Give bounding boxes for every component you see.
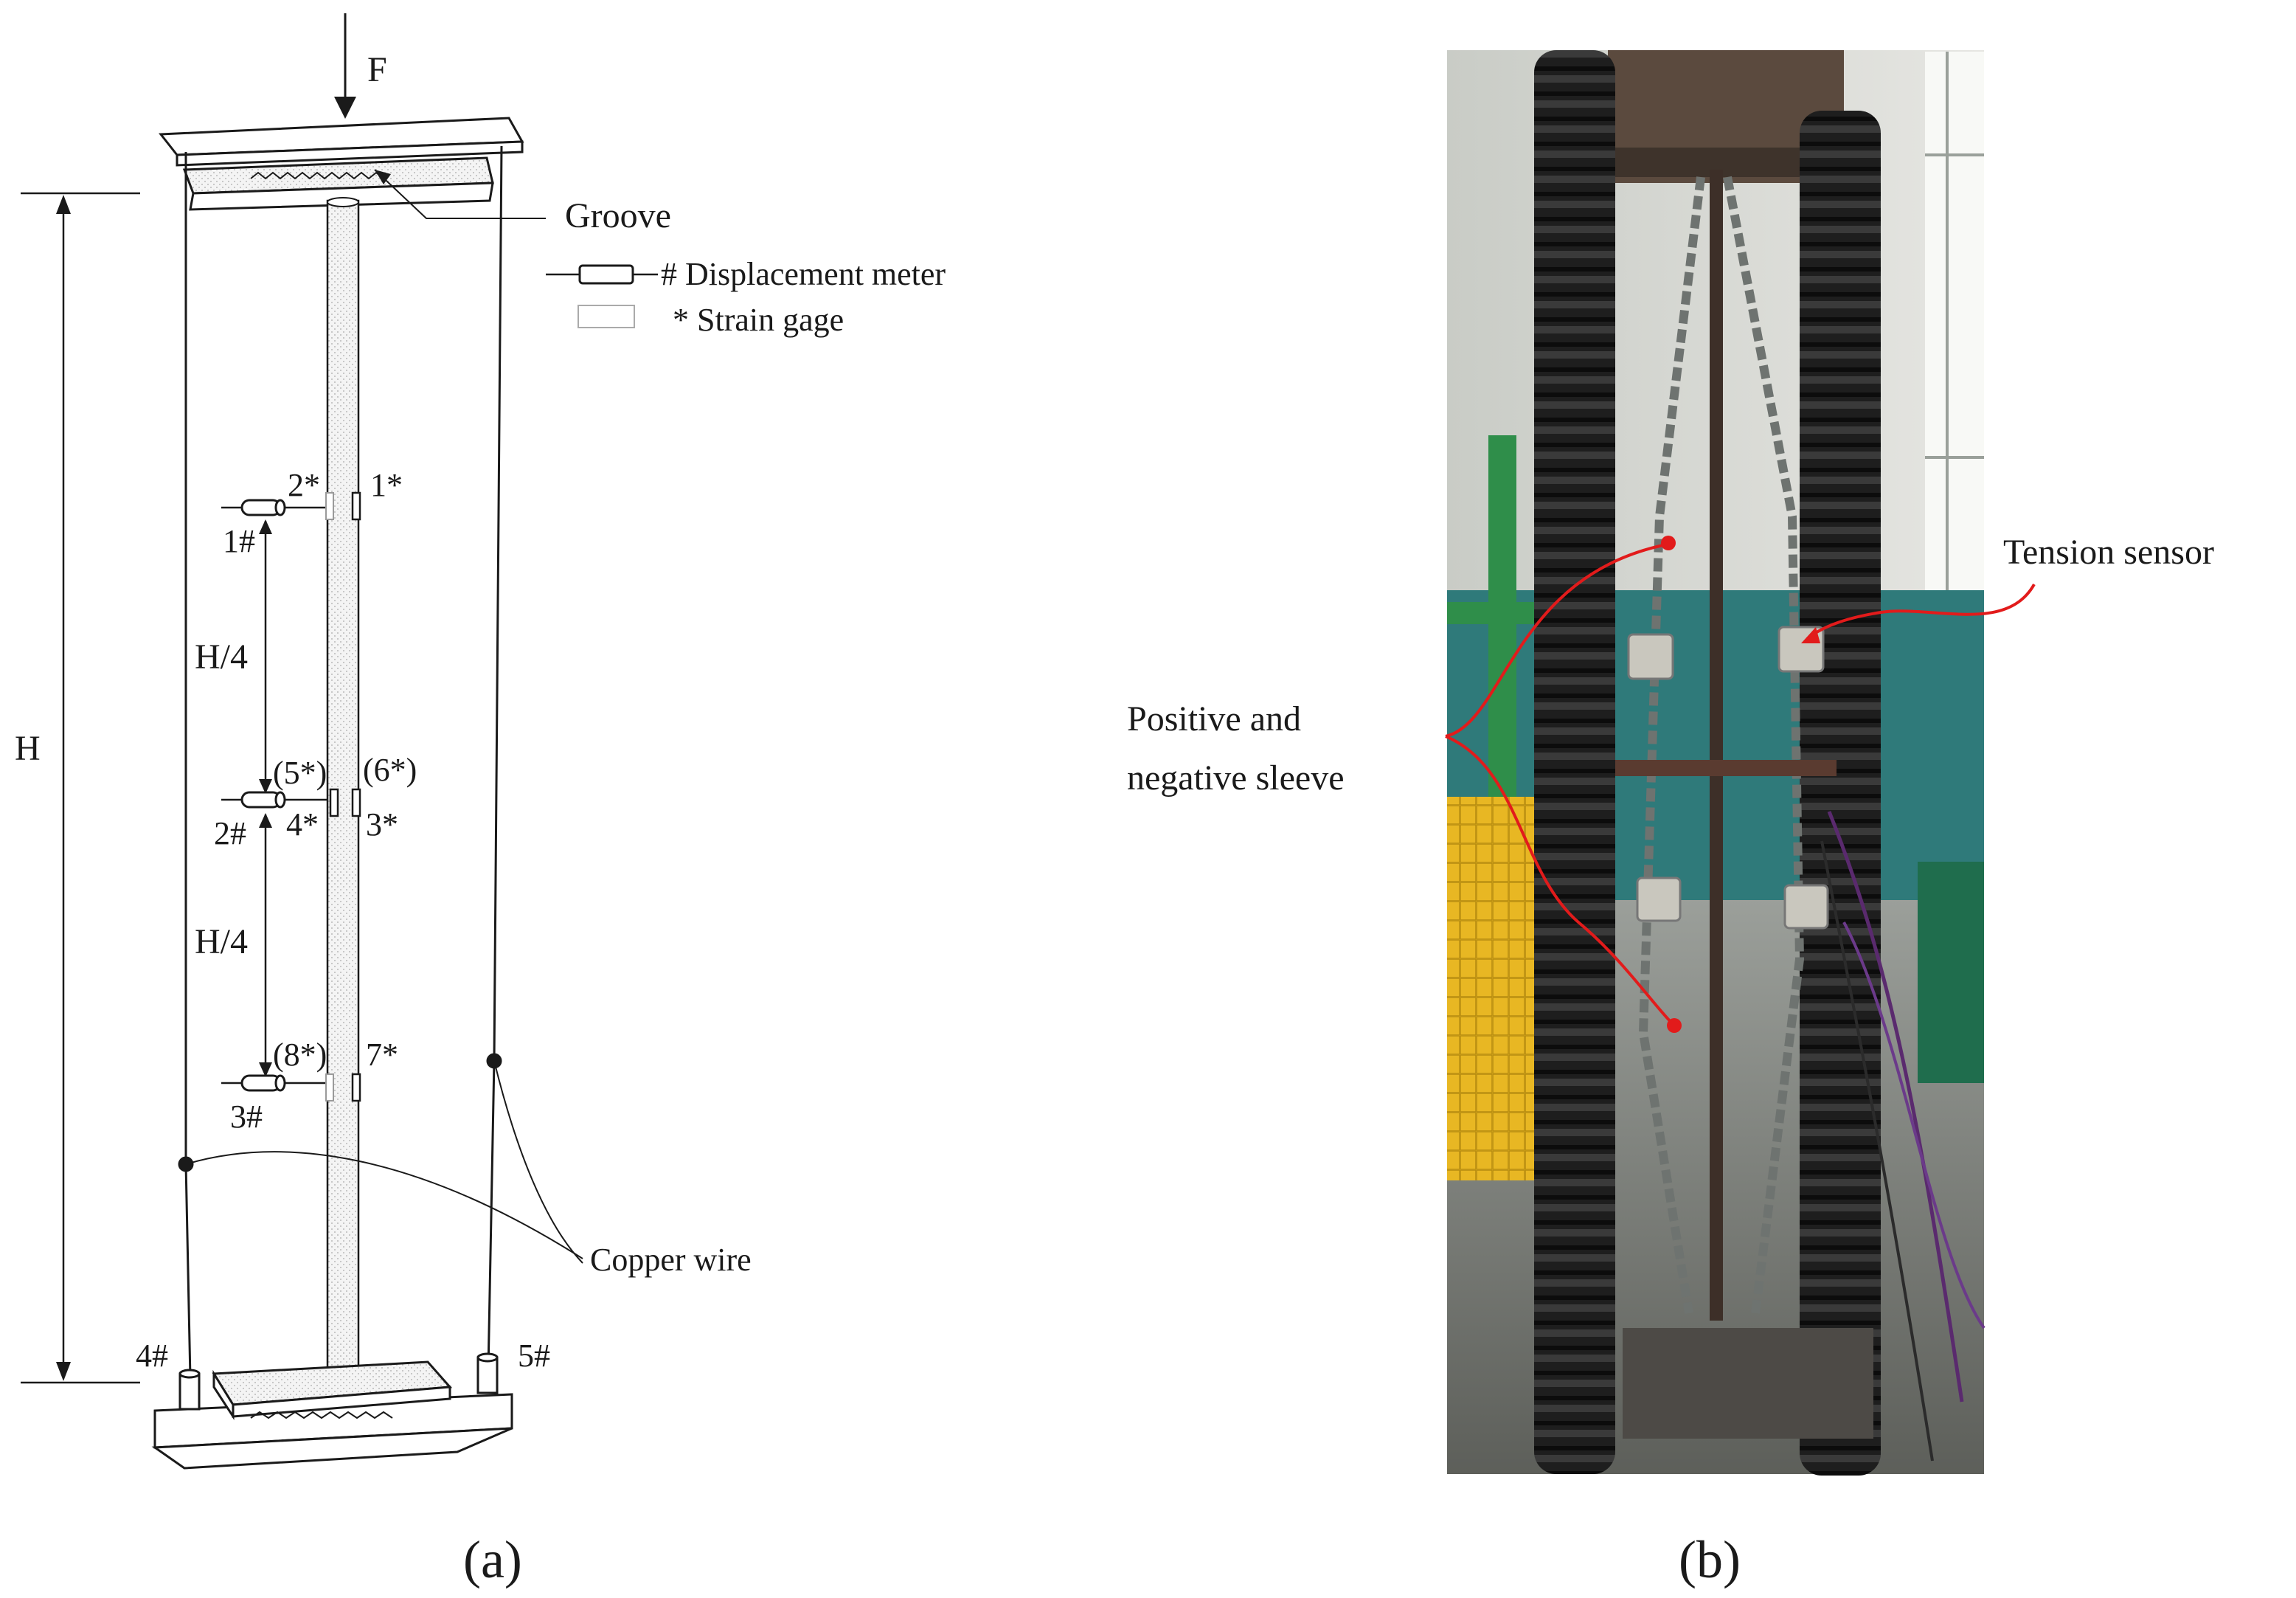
label-strain-1: 1*: [370, 467, 403, 503]
label-3-hash: 3#: [230, 1099, 263, 1135]
copper-wire-label: Copper wire: [590, 1242, 752, 1278]
caption-a: (a): [463, 1530, 522, 1589]
tension-sensor-label: Tension sensor: [2003, 533, 2214, 572]
label-4-hash: 4#: [136, 1338, 168, 1374]
height-label: H: [15, 729, 41, 768]
strain-gage-4: [329, 788, 339, 817]
green-cabinet: [1918, 862, 1984, 1083]
displacement-meter-1: [221, 499, 327, 516]
panel-a-schematic: [21, 13, 658, 1470]
sleeve-label-line2: negative sleeve: [1127, 758, 1345, 798]
displacement-meter-5: [476, 1356, 499, 1394]
groove-leader: [374, 169, 546, 219]
legend-displacement-symbol: [546, 264, 658, 285]
displacement-meter-4: [178, 1372, 201, 1411]
cross-bar: [1615, 760, 1837, 776]
groove-label: Groove: [565, 196, 671, 235]
sleeve-leader-upper: [1445, 543, 1668, 738]
copper-wire-right: [487, 145, 503, 1372]
displacement-meter-2: [221, 791, 327, 809]
strain-gage-1: [351, 491, 361, 521]
label-strain-7: 7*: [366, 1037, 398, 1073]
panel-b-annotations: [1445, 543, 2036, 1025]
chain-right: [1723, 176, 1805, 1314]
copper-wire-leader-1: [185, 1151, 583, 1259]
load-label: F: [367, 50, 387, 89]
coil-column-right: [1800, 111, 1881, 1476]
legend-strain-label: * Strain gage: [673, 302, 844, 338]
copper-wire-left: [184, 152, 192, 1379]
sleeve-dot-lower: [1667, 1018, 1682, 1033]
caption-b: (b): [1679, 1530, 1741, 1589]
label-5-hash: 5#: [518, 1338, 550, 1374]
green-rack: [1488, 435, 1516, 819]
tension-sensor-upper-left: [1627, 633, 1674, 680]
strain-gage-7: [351, 1073, 361, 1102]
label-strain-2: 2*: [288, 467, 320, 503]
strain-gage-2: [325, 492, 334, 520]
sleeve-dot-upper: [1661, 536, 1676, 550]
strain-gage-3: [351, 788, 361, 817]
top-loading-plate: [159, 117, 524, 211]
legend-displacement-label: # Displacement meter: [661, 256, 946, 292]
bottom-base: [151, 1352, 513, 1470]
tension-sensor-lower-left: [1636, 876, 1682, 922]
spacing-label-upper: H/4: [195, 637, 248, 677]
label-1-hash: 1#: [223, 523, 255, 559]
sleeve-leader-lower: [1445, 735, 1674, 1025]
base-zigzag: [250, 1411, 393, 1419]
label-strain-8: (8*): [273, 1037, 327, 1073]
specimen-rod: [1710, 170, 1723, 1321]
strain-gage-8: [325, 1073, 334, 1101]
label-strain-4: 4*: [286, 806, 319, 843]
column: [326, 199, 360, 1377]
groove-zigzag: [250, 171, 384, 180]
copper-wire-leader-2: [493, 1060, 583, 1264]
label-strain-6: (6*): [363, 752, 417, 788]
spacing-label-lower: H/4: [195, 922, 248, 961]
tension-arrow-head: [1801, 627, 1820, 643]
coil-column-left: [1534, 50, 1615, 1474]
panel-b-photo: [1447, 50, 1985, 1476]
tension-sensor-leader: [1806, 584, 2036, 640]
displacement-meter-3: [221, 1074, 327, 1092]
label-2-hash: 2#: [214, 815, 246, 851]
bottom-plate-photo: [1623, 1328, 1873, 1439]
legend-strain-symbol: [578, 305, 635, 328]
label-strain-3: 3*: [366, 806, 398, 843]
tension-sensor-lower-right: [1783, 884, 1829, 930]
label-strain-5: (5*): [273, 755, 327, 791]
sleeve-label-line1: Positive and: [1127, 699, 1301, 739]
